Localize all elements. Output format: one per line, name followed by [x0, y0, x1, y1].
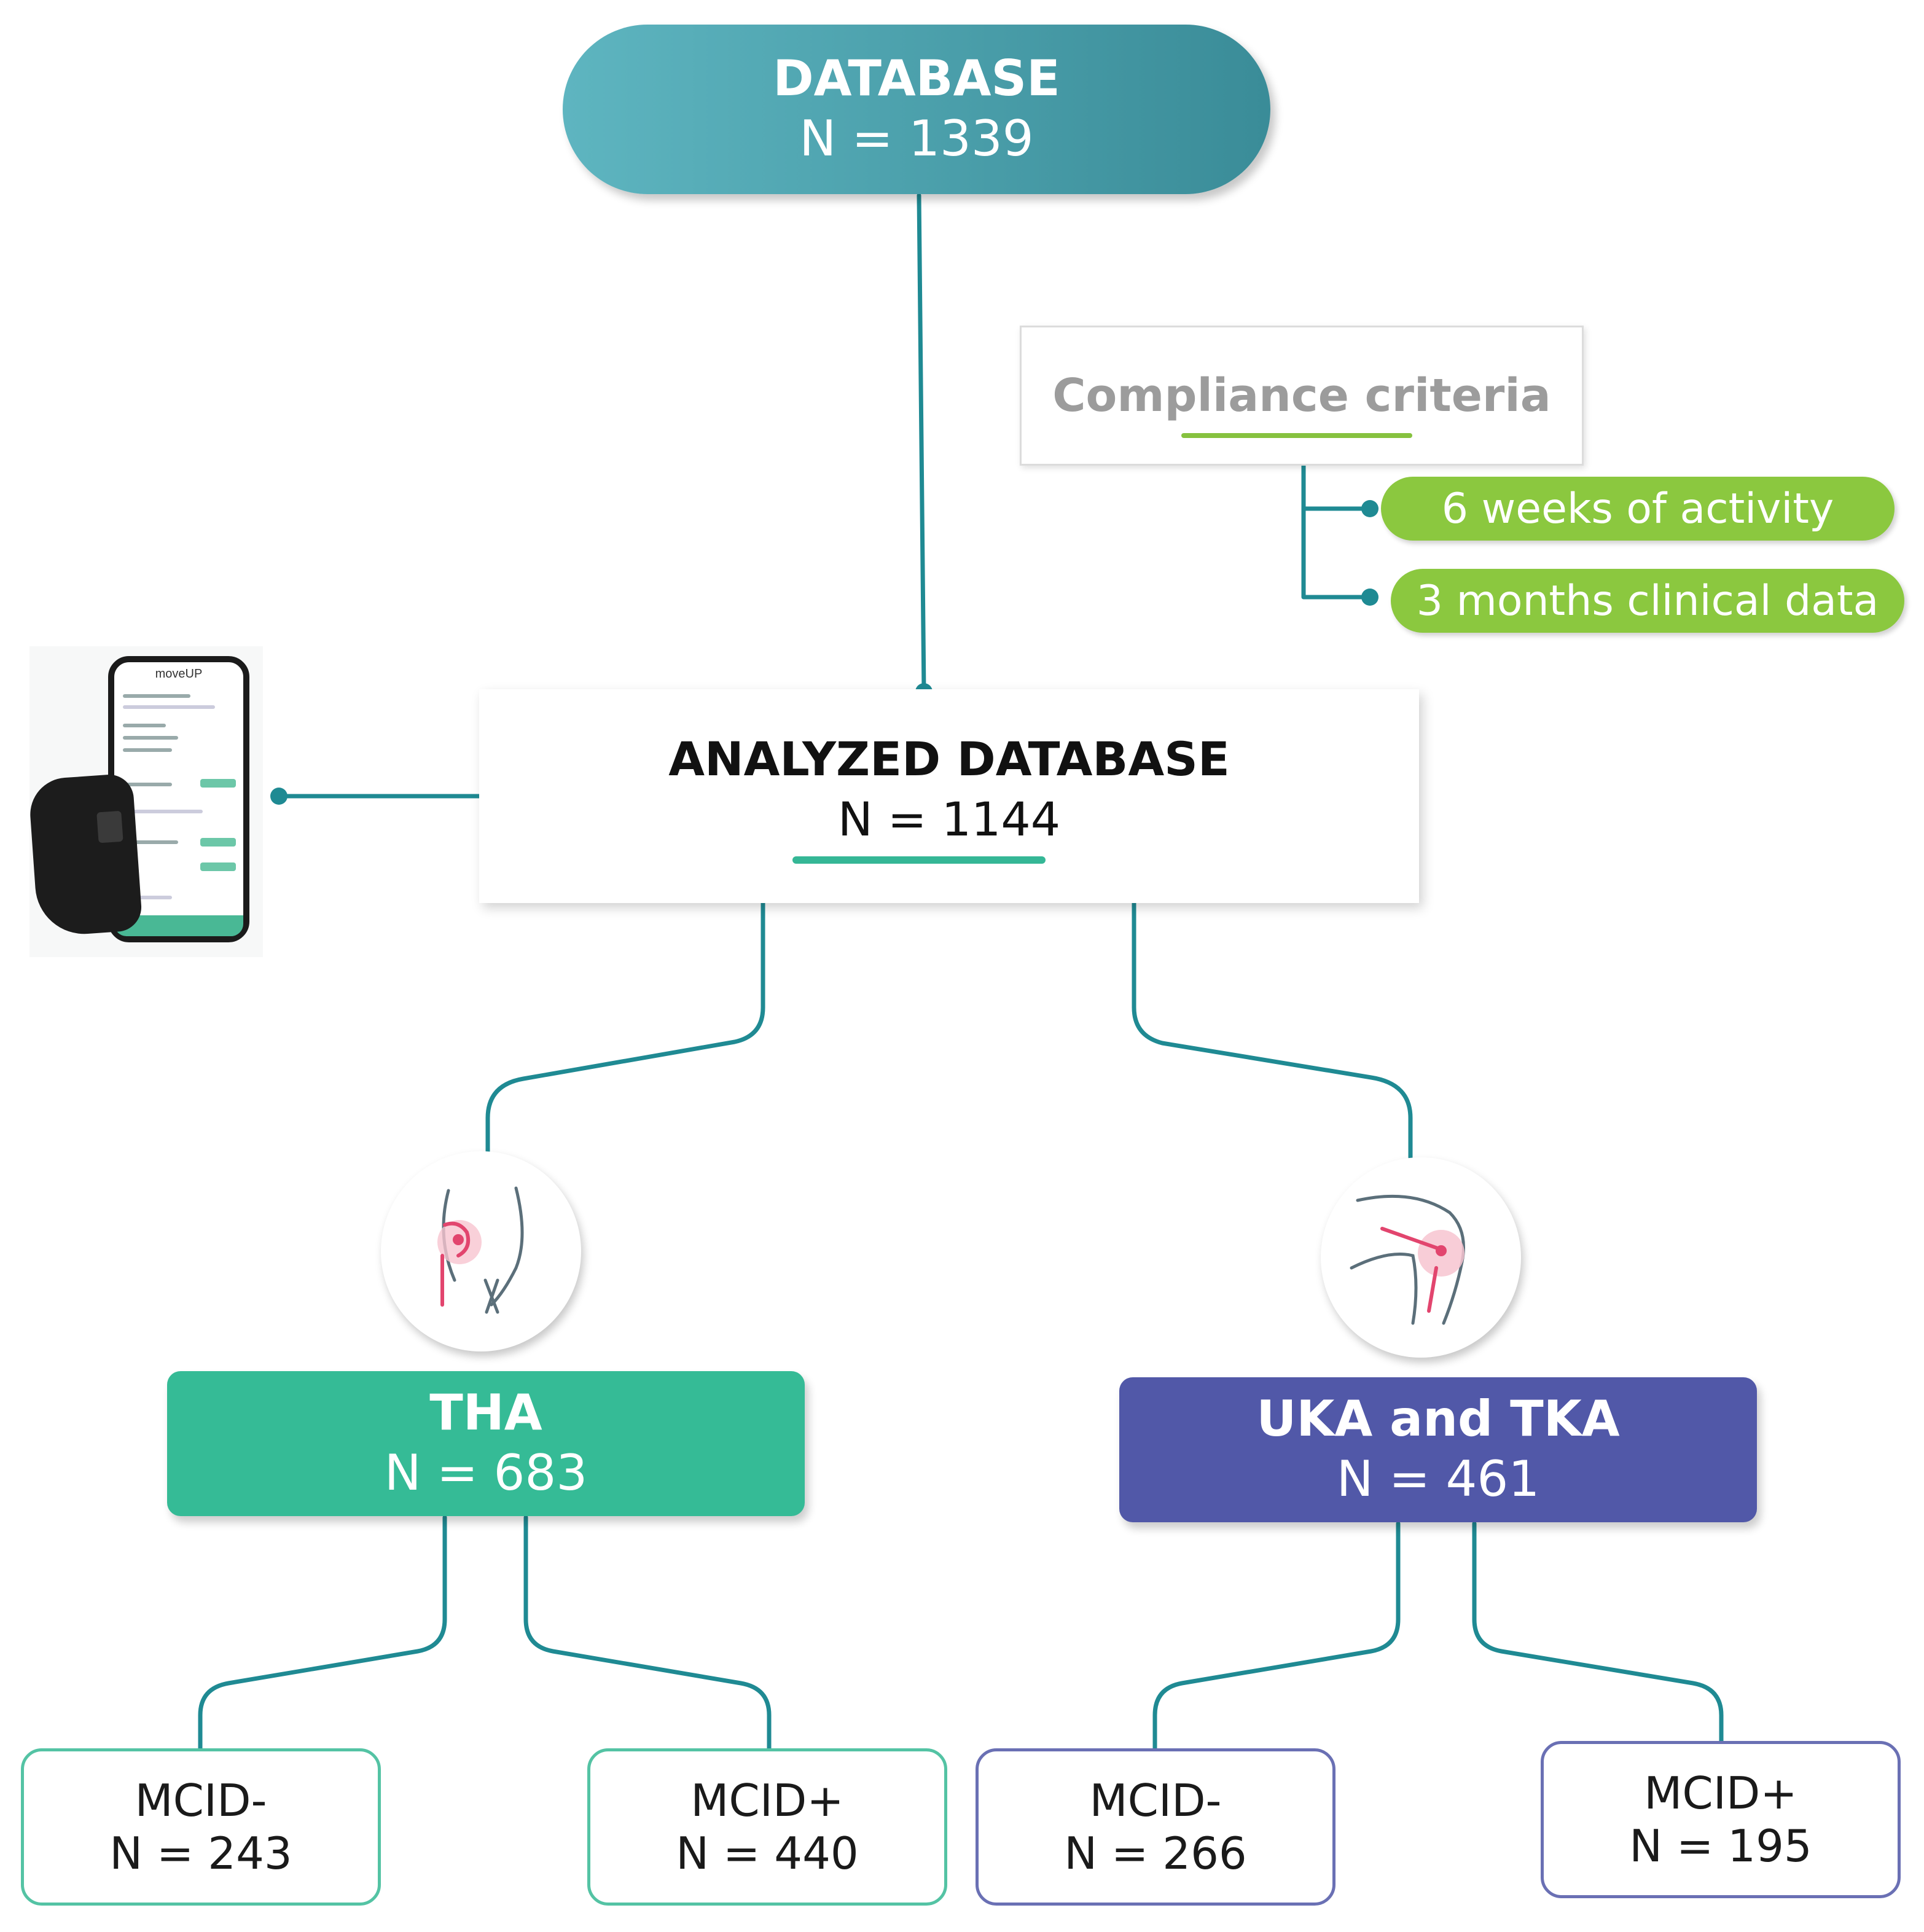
compliance-criteria-box: Compliance criteria	[1020, 326, 1584, 466]
connector-analyzed-to-tha	[485, 901, 765, 1154]
connector-dot	[270, 788, 287, 805]
wristband-image	[28, 773, 143, 937]
tha-group-node: THA N = 683	[167, 1371, 805, 1516]
device-illustration: moveUP	[28, 646, 263, 957]
database-count: N = 1339	[799, 110, 1034, 167]
tha-title: THA	[429, 1384, 542, 1441]
hip-icon	[381, 1151, 581, 1351]
leaf-count: N = 266	[1064, 1828, 1247, 1879]
knee-icon	[1321, 1157, 1521, 1358]
leaf-title: MCID-	[1089, 1775, 1222, 1826]
connector-compliance-branch	[1301, 463, 1372, 600]
connector-knee-to-mcid-plus	[1472, 1521, 1724, 1743]
compliance-criteria-title: Compliance criteria	[1052, 369, 1551, 422]
tha-mcid-plus-node: MCID+ N = 440	[587, 1748, 947, 1906]
connector-dot	[1361, 589, 1378, 606]
leaf-count: N = 243	[109, 1828, 292, 1879]
uka-tka-group-node: UKA and TKA N = 461	[1119, 1377, 1757, 1522]
leaf-title: MCID+	[690, 1775, 844, 1826]
knee-mcid-minus-node: MCID- N = 266	[976, 1748, 1335, 1906]
analyzed-database-count: N = 1144	[837, 792, 1061, 847]
leaf-count: N = 195	[1629, 1820, 1812, 1872]
database-title: DATABASE	[773, 50, 1060, 107]
leaf-count: N = 440	[676, 1828, 859, 1879]
tha-mcid-minus-node: MCID- N = 243	[21, 1748, 381, 1906]
app-brand-logo: moveUP	[155, 667, 203, 681]
analyzed-database-node: ANALYZED DATABASE N = 1144	[479, 689, 1419, 903]
leaf-title: MCID-	[135, 1775, 267, 1826]
compliance-underline	[1181, 433, 1412, 438]
criterion-activity-label: 6 weeks of activity	[1441, 484, 1834, 533]
leaf-title: MCID+	[1644, 1767, 1797, 1819]
knee-mcid-plus-node: MCID+ N = 195	[1541, 1741, 1901, 1898]
database-node: DATABASE N = 1339	[563, 25, 1270, 194]
connector-analyzed-to-knee	[1132, 901, 1413, 1160]
connector-tha-to-mcid-plus	[523, 1515, 772, 1751]
criterion-clinical-data-label: 3 months clinical data	[1416, 576, 1879, 625]
analyzed-database-title: ANALYZED DATABASE	[668, 732, 1230, 786]
uka-tka-count: N = 461	[1336, 1450, 1540, 1508]
connector-dot	[1361, 500, 1378, 517]
connector-knee-to-mcid-minus	[1152, 1521, 1401, 1751]
criterion-clinical-data: 3 months clinical data	[1391, 569, 1904, 633]
connector-database-to-analyzed	[917, 193, 926, 694]
wristband-display	[96, 810, 123, 843]
criterion-activity: 6 weeks of activity	[1381, 477, 1895, 541]
tha-count: N = 683	[384, 1444, 588, 1501]
connector-tha-to-mcid-minus	[198, 1515, 447, 1751]
analyzed-underline	[792, 856, 1046, 864]
uka-tka-title: UKA and TKA	[1256, 1390, 1620, 1447]
